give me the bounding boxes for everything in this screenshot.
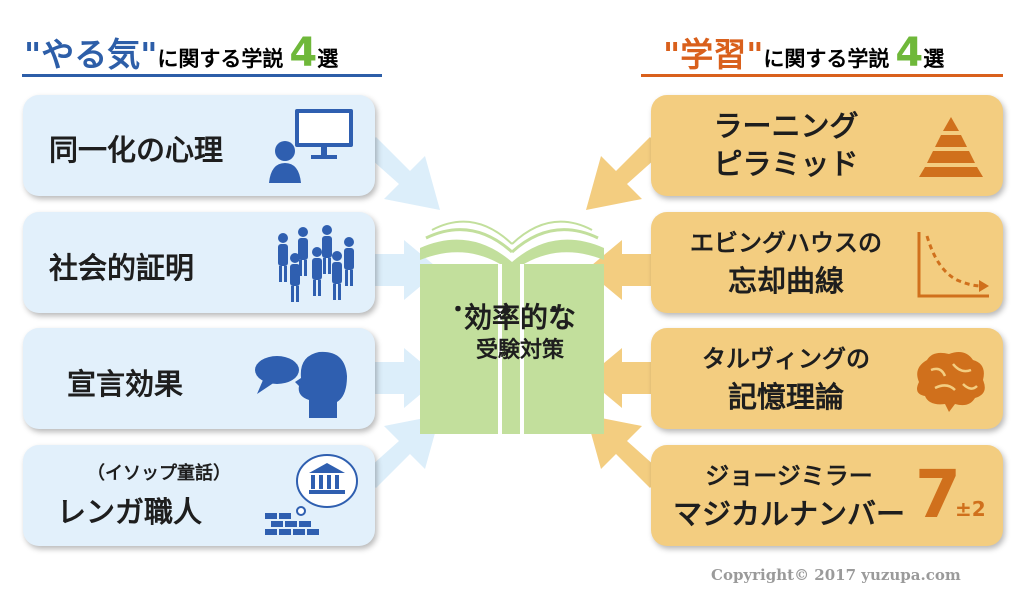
- right-arrow-3: [586, 348, 654, 408]
- book-icon: [420, 220, 604, 434]
- speaking-head-icon: [255, 351, 347, 418]
- right-item-1: ラーニング ピラミッド: [651, 95, 1003, 196]
- center-emphasis-dots: ・・・: [447, 298, 592, 323]
- right-item-1-text: ラーニング ピラミッド: [671, 107, 901, 183]
- left-item-3: 宣言効果: [23, 328, 375, 429]
- left-arrow-3: [372, 348, 440, 408]
- magic-number-seven: 7: [915, 456, 961, 533]
- left-item-4-label: レンガ職人: [57, 495, 203, 529]
- person-monitor-icon: [269, 109, 353, 183]
- right-item-4-text: ジョージミラー マジカルナンバー: [665, 457, 913, 533]
- right-item-3-line1: タルヴィングの: [702, 345, 870, 373]
- right-arrow-1: [586, 137, 664, 210]
- right-item-3-line2: 記憶理論: [727, 380, 844, 414]
- left-header-underline: [22, 74, 382, 77]
- left-header-count: 4: [289, 30, 318, 76]
- forgetting-curve-icon: [917, 232, 989, 298]
- right-header-count: 4: [895, 30, 924, 76]
- center-line2: 受験対策: [475, 338, 564, 363]
- crowd-icon: [278, 225, 354, 302]
- right-arrow-2: [586, 240, 654, 300]
- left-item-3-label: 宣言効果: [67, 367, 184, 401]
- right-item-2-text: エビングハウスの 忘却曲線: [671, 224, 901, 300]
- right-item-1-line2: ピラミッド: [713, 147, 859, 181]
- left-item-4-small-label: （イソップ童話）: [87, 463, 231, 484]
- right-item-2-line1: エビングハウスの: [690, 229, 882, 257]
- left-header-tail: 選: [317, 47, 339, 71]
- left-item-1: 同一化の心理: [23, 95, 375, 196]
- left-item-4: （イソップ童話） レンガ職人: [23, 445, 375, 546]
- right-item-1-line1: ラーニング: [713, 109, 859, 143]
- left-header-title: "やる気": [24, 35, 158, 74]
- right-item-2: エビングハウスの 忘却曲線: [651, 212, 1003, 313]
- right-item-4: ジョージミラー マジカルナンバー 7 ±2: [651, 445, 1003, 546]
- right-item-4-line1: ジョージミラー: [705, 462, 873, 490]
- left-item-2: 社会的証明: [23, 212, 375, 313]
- left-item-1-label: 同一化の心理: [49, 133, 224, 167]
- left-header-suffix: に関する学説: [157, 47, 284, 71]
- right-item-2-line2: 忘却曲線: [727, 264, 844, 298]
- magic-number-plus-minus: ±2: [955, 497, 986, 521]
- brain-icon: [917, 352, 985, 412]
- bricks-thought-building-icon: [265, 454, 358, 535]
- left-arrow-1: [362, 137, 440, 210]
- left-item-2-label: 社会的証明: [49, 251, 195, 285]
- right-arrow-4: [586, 415, 664, 488]
- right-item-3: タルヴィングの 記憶理論: [651, 328, 1003, 429]
- right-header-tail: 選: [923, 47, 945, 71]
- right-item-3-text: タルヴィングの 記憶理論: [671, 340, 901, 416]
- right-header-suffix: に関する学説: [763, 47, 890, 71]
- center-line1: 効率的な: [463, 301, 576, 334]
- copyright: Copyright© 2017 yuzupa.com: [711, 566, 961, 584]
- right-header-underline: [641, 74, 1003, 77]
- left-arrow-2: [372, 240, 440, 300]
- center-label: 効率的な 受験対策: [425, 300, 615, 366]
- right-header-title: "学習": [663, 35, 764, 74]
- pyramid-icon: [919, 117, 983, 177]
- right-item-4-line2: マジカルナンバー: [672, 497, 905, 531]
